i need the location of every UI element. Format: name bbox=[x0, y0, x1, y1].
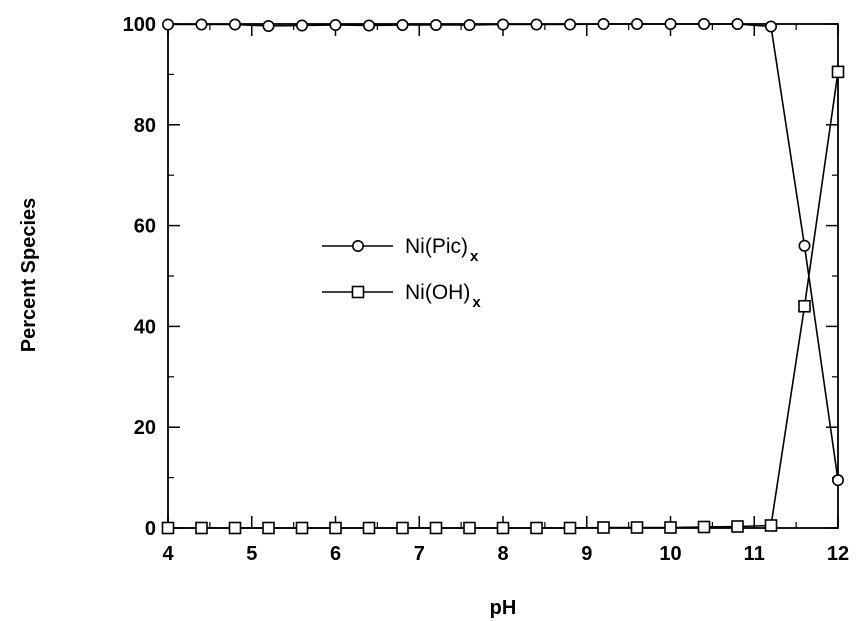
data-point-circle bbox=[831, 474, 844, 487]
x-tick-label: 5 bbox=[246, 543, 257, 565]
data-point-square bbox=[563, 521, 577, 535]
data-point-square bbox=[329, 521, 342, 535]
legend-label-ni-oh-main: Ni(OH) bbox=[405, 281, 470, 304]
x-tick-label: 12 bbox=[827, 543, 849, 565]
data-point-square bbox=[262, 521, 275, 535]
data-point-square bbox=[597, 521, 610, 534]
tick-labels: 4 5 6 7 8 9 10 11 12 0 20 40 60 80 100 bbox=[123, 14, 850, 565]
series-group bbox=[161, 17, 845, 535]
legend-label-ni-pic: Ni(Pic)x bbox=[405, 235, 479, 265]
series-line bbox=[168, 23, 839, 481]
data-point-circle bbox=[597, 17, 610, 30]
data-point-square bbox=[463, 521, 476, 535]
x-tick-label: 10 bbox=[659, 543, 681, 565]
x-tick-label: 6 bbox=[330, 543, 341, 565]
data-point-circle bbox=[630, 17, 643, 30]
data-point-circle bbox=[396, 19, 409, 32]
data-point-circle bbox=[563, 18, 576, 31]
x-tick-label: 7 bbox=[414, 543, 425, 565]
y-tick-label: 100 bbox=[123, 14, 156, 36]
data-point-circle bbox=[362, 19, 375, 32]
data-point-square bbox=[396, 521, 409, 535]
legend-label-ni-oh-sub: x bbox=[472, 294, 481, 311]
data-point-circle bbox=[195, 18, 208, 31]
legend-marker-square bbox=[351, 285, 365, 299]
data-point-circle bbox=[429, 19, 442, 32]
data-point-square bbox=[195, 521, 208, 535]
data-point-square bbox=[295, 521, 309, 535]
plot-frame bbox=[167, 23, 839, 529]
data-point-square bbox=[530, 521, 543, 535]
data-point-circle bbox=[530, 18, 543, 31]
data-point-square bbox=[697, 520, 711, 534]
y-tick-label: 80 bbox=[134, 115, 156, 137]
plot-area-border bbox=[167, 23, 839, 529]
legend-label-ni-pic-main: Ni(Pic) bbox=[405, 235, 468, 258]
data-point-square bbox=[831, 65, 845, 79]
data-point-square bbox=[664, 521, 677, 534]
x-tick-label: 8 bbox=[497, 543, 508, 565]
data-point-square bbox=[731, 520, 744, 533]
y-tick-label: 40 bbox=[134, 316, 156, 338]
x-tick-label: 4 bbox=[162, 543, 174, 565]
legend-label-ni-oh: Ni(OH)x bbox=[405, 281, 481, 311]
data-point-circle bbox=[731, 17, 744, 30]
x-tick-label: 11 bbox=[744, 543, 765, 565]
data-point-square bbox=[228, 521, 242, 535]
data-point-square bbox=[362, 521, 376, 535]
data-point-square bbox=[161, 521, 175, 535]
y-axis-label: Percent Species bbox=[18, 198, 40, 353]
data-point-circle bbox=[697, 17, 710, 30]
data-point-circle bbox=[463, 19, 476, 32]
data-point-circle bbox=[764, 20, 777, 33]
data-point-square bbox=[429, 521, 443, 535]
data-point-circle bbox=[229, 18, 242, 31]
series-ni-pic bbox=[162, 17, 844, 487]
data-point-square bbox=[496, 521, 510, 535]
data-point-circle bbox=[329, 19, 342, 32]
legend: Ni(Pic)x Ni(OH)x bbox=[322, 235, 481, 311]
x-tick-label: 9 bbox=[581, 543, 592, 565]
data-point-circle bbox=[798, 239, 811, 252]
data-point-square bbox=[798, 299, 811, 313]
data-point-circle bbox=[262, 20, 275, 33]
data-point-square bbox=[630, 521, 644, 534]
data-point-square bbox=[764, 519, 778, 532]
data-point-circle bbox=[162, 18, 175, 31]
data-point-circle bbox=[664, 17, 677, 30]
data-point-circle bbox=[295, 19, 308, 32]
y-tick-label: 0 bbox=[145, 518, 156, 540]
x-axis-label: pH bbox=[490, 597, 517, 619]
y-tick-label: 20 bbox=[134, 417, 156, 439]
series-line bbox=[168, 71, 839, 529]
legend-marker-circle bbox=[351, 240, 364, 253]
legend-label-ni-pic-sub: x bbox=[470, 248, 479, 265]
y-tick-label: 60 bbox=[134, 216, 156, 238]
data-point-circle bbox=[496, 18, 509, 31]
axis-ticks bbox=[167, 23, 839, 529]
series-ni-oh bbox=[161, 65, 845, 535]
